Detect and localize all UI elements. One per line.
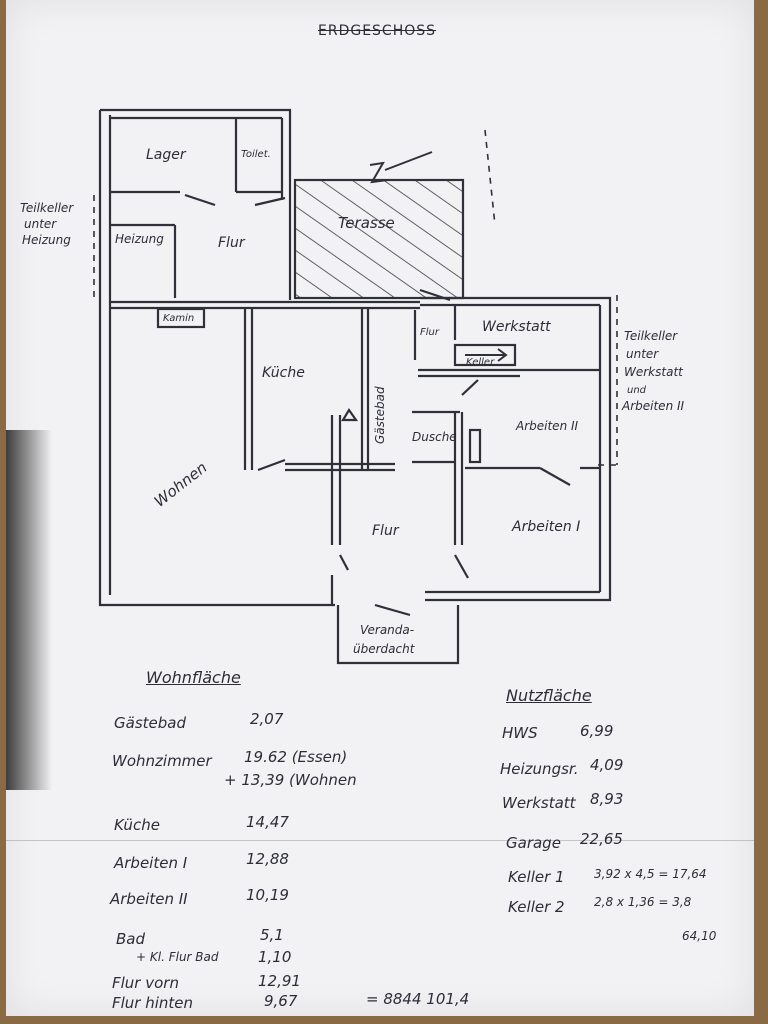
room-lager: Lager — [146, 147, 186, 163]
nutz-total: 64,10 — [682, 929, 717, 943]
nutz-value-5: 2,8 x 1,36 = 3,8 — [594, 895, 692, 909]
wohn-value-0: 2,07 — [250, 710, 284, 728]
nutz-value-0: 6,99 — [580, 722, 614, 740]
wall-outer-left — [98, 110, 335, 607]
room-kueche: Küche — [262, 365, 305, 381]
wall-outer-right — [420, 296, 612, 602]
room-veranda-2: überdacht — [353, 642, 415, 656]
room-flur-top: Flur — [218, 235, 245, 251]
nutz-label-5: Keller 2 — [508, 898, 565, 916]
room-toilet: Toilet. — [241, 149, 271, 160]
note-left-1: Teilkeller — [20, 201, 74, 215]
wohn-value-3: 14,47 — [246, 813, 289, 831]
keller-box — [453, 343, 517, 367]
wohn-label-4: Arbeiten I — [114, 854, 188, 872]
note-left-3: Heizung — [22, 233, 71, 247]
room-arbeiten-2: Arbeiten II — [516, 419, 579, 433]
room-gaestebad: Gästebad — [373, 386, 387, 444]
kamin-box — [156, 307, 206, 329]
north-arrow-icon — [369, 151, 433, 184]
arrow-icon — [465, 348, 508, 362]
nutz-value-1: 4,09 — [590, 756, 624, 774]
note-left-2: unter — [24, 217, 57, 231]
room-veranda-1: Veranda- — [360, 623, 415, 637]
scan-shadow — [6, 430, 52, 790]
wohn-label-6: Bad — [116, 930, 146, 948]
fold-line — [6, 840, 754, 841]
wohnflaeche-heading: Wohnfläche — [146, 668, 241, 687]
wohn-total: = 8844 101,4 — [366, 990, 470, 1008]
wohn-label-7: + Kl. Flur Bad — [136, 950, 219, 964]
room-flur-mid: Flur — [420, 327, 439, 338]
shower-tray — [468, 428, 482, 464]
room-arbeiten-1: Arbeiten I — [512, 519, 581, 535]
wohn-label-5: Arbeiten II — [110, 890, 188, 908]
room-kamin: Kamin — [163, 313, 195, 324]
nutz-label-4: Keller 1 — [508, 868, 565, 886]
room-flur-bottom: Flur — [372, 523, 399, 539]
nutzflaeche-heading: Nutzfläche — [506, 686, 592, 705]
wohn-value-6: 5,1 — [260, 926, 284, 944]
wohn-value-7: 1,10 — [258, 948, 292, 966]
wohn-value-9: 9,67 — [264, 992, 298, 1010]
wohn-value-5: 10,19 — [246, 886, 289, 904]
nutz-label-3: Garage — [506, 834, 561, 852]
wohn-value-1: 19.62 (Essen) — [244, 748, 348, 766]
nutz-label-0: HWS — [502, 724, 538, 742]
stair-marker — [341, 407, 359, 422]
note-right-5: Arbeiten II — [622, 399, 685, 413]
note-right-3: Werkstatt — [624, 365, 683, 379]
wohn-label-3: Küche — [114, 816, 160, 834]
note-right-4: und — [627, 385, 647, 396]
wohn-label-0: Gästebad — [114, 714, 186, 732]
room-dusche: Dusche — [412, 430, 457, 444]
terrace-area — [293, 178, 465, 300]
nutz-value-4: 3,92 x 4,5 = 17,64 — [594, 867, 707, 881]
room-werkstatt: Werkstatt — [482, 319, 551, 335]
wohn-label-1: Wohnzimmer — [112, 752, 212, 770]
note-right-1: Teilkeller — [624, 329, 678, 343]
wall-outer-top-left — [100, 108, 292, 300]
note-right-2: unter — [626, 347, 659, 361]
plan-title: ERDGESCHOSS — [318, 23, 437, 39]
wohn-value-2: + 13,39 (Wohnen — [224, 771, 357, 789]
nutz-label-1: Heizungsr. — [500, 760, 579, 778]
room-terasse: Terasse — [338, 214, 395, 232]
wohn-value-4: 12,88 — [246, 850, 289, 868]
room-keller: Keller — [466, 357, 495, 368]
room-heizung: Heizung — [115, 232, 164, 246]
wohn-label-9: Flur hinten — [112, 994, 194, 1012]
wohn-value-8: 12,91 — [258, 972, 301, 990]
nutz-label-2: Werkstatt — [502, 794, 576, 812]
wohn-label-8: Flur vorn — [112, 974, 179, 992]
veranda-outline — [336, 605, 460, 665]
nutz-value-2: 8,93 — [590, 790, 624, 808]
nutz-value-3: 22,65 — [580, 830, 623, 848]
